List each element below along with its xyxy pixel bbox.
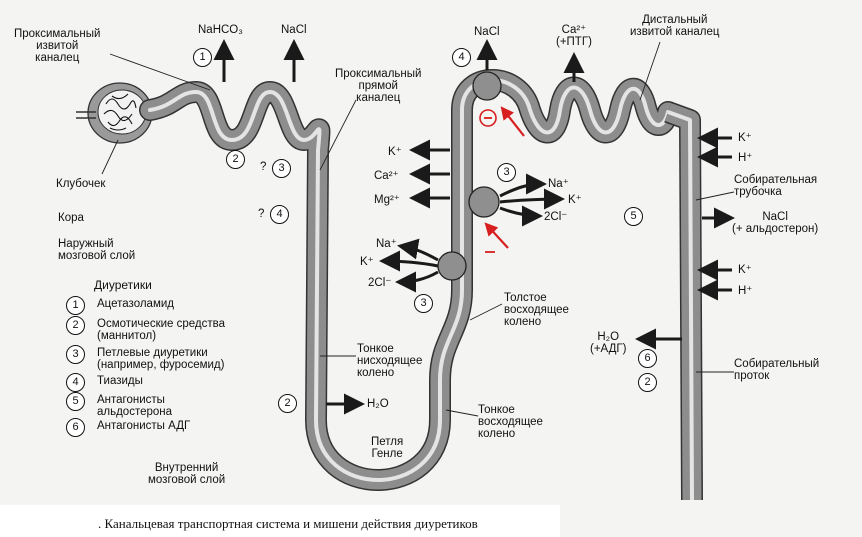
label-distal-convoluted: Дистальный извитой каналец xyxy=(630,14,720,38)
label-ca-pth: Ca²⁺ (+ПТГ) xyxy=(556,24,592,48)
label-glomerulus: Клубочек xyxy=(56,178,106,190)
legend-item: 1 Ацетазоламид xyxy=(66,296,174,315)
label-mg-left: Mg²⁺ xyxy=(374,194,400,206)
legend-item: 3 Петлевые диуретики (например, фуросемид… xyxy=(66,345,224,371)
label-thin-descending: Тонкое нисходящее колено xyxy=(357,343,423,379)
label-cortex: Кора xyxy=(58,212,84,224)
label-h-right1: H⁺ xyxy=(738,152,753,164)
site-3-circle-thick-lower: 3 xyxy=(414,294,433,313)
label-na-upper: Na⁺ xyxy=(548,178,569,190)
legend-text: Петлевые диуретики (например, фуросемид) xyxy=(97,347,225,371)
red-arrow-lower xyxy=(484,222,509,249)
figure-caption: . Канальцевая транспортная система и миш… xyxy=(98,516,478,531)
label-thin-ascending: Тонкое восходящее колено xyxy=(478,404,543,440)
legend-text: Антагонисты АДГ xyxy=(97,420,191,432)
label-proximal-straight: Проксимальный прямой каналец xyxy=(335,68,422,104)
legend-text: Антагонисты альдостерона xyxy=(97,394,173,418)
site-2-circle-duct: 2 xyxy=(638,373,657,392)
legend-number: 6 xyxy=(66,418,85,437)
site-3-circle-proximal: 3 xyxy=(272,159,291,178)
label-k-right1: K⁺ xyxy=(738,132,752,144)
transporter-thick-upper xyxy=(468,186,500,218)
label-collecting-duct: Собирательный проток xyxy=(734,358,820,382)
site-4-circle-distal: 4 xyxy=(452,48,471,67)
label-ca-left: Ca²⁺ xyxy=(374,170,399,182)
question-mark: ? xyxy=(260,161,267,173)
legend-text: Осмотические средства (маннитол) xyxy=(97,318,226,342)
arrow-cl-upper xyxy=(499,205,543,227)
label-collecting-tubule: Собирательная трубочка xyxy=(734,174,818,198)
site-5-circle: 5 xyxy=(624,207,643,226)
label-k-upper: K⁺ xyxy=(568,194,582,206)
site-4-circle-proximal: 4 xyxy=(270,205,289,224)
arrow-na-upper xyxy=(499,173,547,198)
arrow-k-lower xyxy=(379,250,439,272)
legend-number: 5 xyxy=(66,392,85,411)
label-outer-medulla: Наружный мозговой слой xyxy=(58,238,136,262)
site-2-circle-descending: 2 xyxy=(278,394,297,413)
legend-number: 2 xyxy=(66,316,85,335)
figure-caption-area: . Канальцевая транспортная система и миш… xyxy=(0,505,862,537)
label-k-lower: K⁺ xyxy=(360,256,374,268)
site-6-circle: 6 xyxy=(638,349,657,368)
label-proximal-convoluted: Проксимальный извитой каналец xyxy=(14,28,101,64)
legend-item: 4 Тиазиды xyxy=(66,373,143,392)
arrow-k-upper xyxy=(499,188,565,210)
legend-item: 6 Антагонисты АДГ xyxy=(66,418,190,437)
label-loop-of-henle: Петля Генле xyxy=(371,436,404,460)
legend-title: Диуретики xyxy=(94,278,152,292)
transporter-distal xyxy=(472,71,502,101)
label-thick-ascending: Толстое восходящее колено xyxy=(504,292,569,328)
label-inner-medulla: Внутренний мозговой слой xyxy=(148,462,226,486)
label-cl-lower: 2Cl⁻ xyxy=(368,277,392,289)
label-nacl-1: NaCl xyxy=(281,24,307,36)
label-na-lower: Na⁺ xyxy=(376,238,397,250)
label-nahco3: NaHCO₃ xyxy=(198,24,243,36)
transporter-thick-lower xyxy=(437,251,467,281)
arrow-na-lower xyxy=(397,238,439,262)
site-3-circle-thick-upper: 3 xyxy=(497,163,516,182)
site-1-circle: 1 xyxy=(193,48,212,67)
label-nacl-aldosterone: NaCl (+ альдостерон) xyxy=(732,211,819,235)
legend-number: 1 xyxy=(66,296,85,315)
inhibition-symbol xyxy=(479,109,497,127)
label-nacl-2: NaCl xyxy=(474,26,500,38)
label-cl-upper: 2Cl⁻ xyxy=(544,211,568,223)
question-mark: ? xyxy=(258,208,265,220)
caption-background xyxy=(0,505,560,537)
label-k-left: K⁺ xyxy=(388,146,402,158)
label-h2o-adh: H₂O (+АДГ) xyxy=(590,331,627,355)
legend-item: 5 Антагонисты альдостерона xyxy=(66,392,172,418)
legend-text: Тиазиды xyxy=(97,375,143,387)
legend-number: 4 xyxy=(66,373,85,392)
label-h-right2: H⁺ xyxy=(738,285,753,297)
red-arrow-upper xyxy=(500,106,525,137)
legend-text: Ацетазоламид xyxy=(97,298,174,310)
legend-item: 2 Осмотические средства (маннитол) xyxy=(66,316,225,342)
label-k-right2: K⁺ xyxy=(738,264,752,276)
arrow-cl-lower xyxy=(395,270,439,293)
site-2-circle: 2 xyxy=(226,150,245,169)
label-h2o: H₂O xyxy=(367,398,389,410)
legend-number: 3 xyxy=(66,345,85,364)
